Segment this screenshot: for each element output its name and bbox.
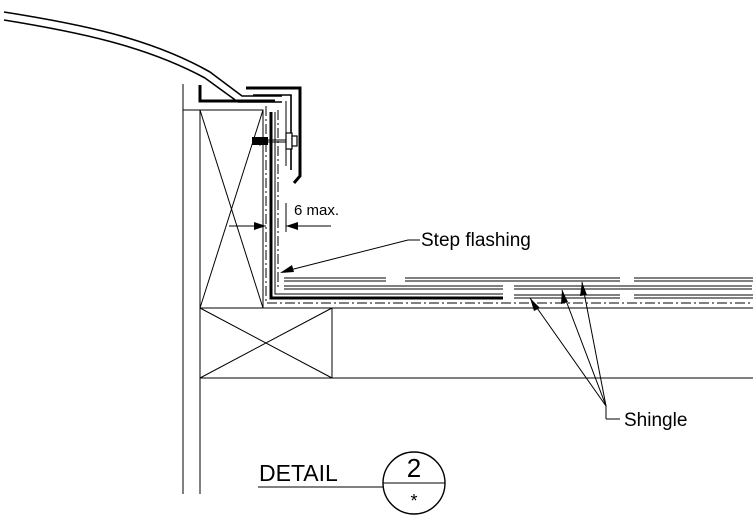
dimension-6-max: 6 max. (229, 202, 339, 232)
shingle (514, 285, 752, 290)
underlayment (265, 106, 753, 304)
roof-deck (200, 307, 753, 379)
curved-roof-cladding (3, 11, 282, 103)
shingle (284, 277, 386, 282)
detail-word: DETAIL (259, 460, 338, 486)
shingle-label: Shingle (624, 410, 687, 431)
detail-number: 2 (407, 453, 421, 483)
screw-fastener (252, 132, 298, 150)
dimension-label: 6 max. (294, 202, 339, 219)
wall-sheathing (182, 84, 201, 494)
step-flashing-label: Step flashing (421, 230, 531, 251)
shingle (514, 294, 620, 299)
shingle (284, 285, 503, 290)
detail-sheet: * (410, 491, 417, 511)
detail-tag: DETAIL 2 * (258, 451, 446, 515)
shingle (634, 294, 753, 299)
shingle (278, 293, 503, 298)
shingle (405, 277, 620, 282)
step-flashing-callout: Step flashing (280, 230, 531, 273)
shingle (634, 277, 753, 282)
cap-flashing (198, 85, 302, 184)
shingle-callout: Shingle (529, 281, 687, 431)
shingle-courses (278, 277, 753, 299)
roof-joist (199, 307, 333, 379)
wall-stud (199, 109, 264, 309)
